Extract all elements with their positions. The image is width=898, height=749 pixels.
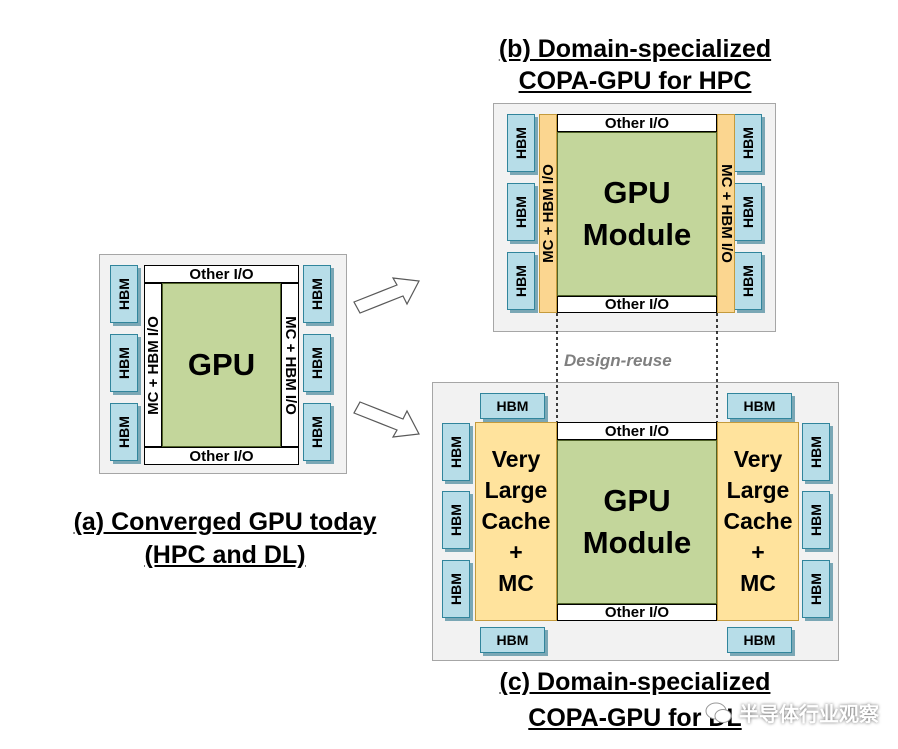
gpu-converged: GPU	[162, 283, 281, 447]
hbm-stack: HBM	[442, 560, 470, 618]
title-b: (b) Domain-specialized COPA-GPU for HPC	[498, 35, 772, 95]
watermark: 半导体行业观察	[705, 698, 879, 727]
hbm-stack: HBM	[480, 627, 545, 653]
watermark-text: 半导体行业观察	[739, 704, 879, 726]
hbm-stack: HBM	[802, 491, 830, 549]
other-io-top: Other I/O	[557, 114, 717, 132]
hbm-stack: HBM	[802, 560, 830, 618]
hbm-stack: HBM	[507, 183, 535, 241]
title-a: (a) Converged GPU today (HPC and DL)	[73, 508, 377, 569]
hbm-stack: HBM	[110, 265, 138, 323]
other-io-bottom: Other I/O	[557, 296, 717, 313]
mc-hbm-io-right: MC + HBM I/O	[717, 114, 735, 313]
other-io-bottom: Other I/O	[557, 604, 717, 621]
hbm-stack: HBM	[727, 393, 792, 419]
hbm-stack: HBM	[734, 183, 762, 241]
mc-hbm-io-right: MC + HBM I/O	[281, 283, 299, 447]
design-reuse-label: Design-reuse	[564, 351, 672, 370]
hbm-stack: HBM	[480, 393, 545, 419]
hbm-stack: HBM	[507, 252, 535, 310]
hbm-stack: HBM	[110, 403, 138, 461]
hbm-stack: HBM	[442, 491, 470, 549]
hbm-stack: HBM	[303, 265, 331, 323]
other-io-bottom: Other I/O	[144, 447, 299, 465]
arrow-to-dl-icon	[353, 401, 420, 438]
hbm-stack: HBM	[442, 423, 470, 481]
hbm-stack: HBM	[303, 334, 331, 392]
wechat-icon	[705, 702, 732, 723]
other-io-top: Other I/O	[144, 265, 299, 283]
hbm-stack: HBM	[727, 627, 792, 653]
hbm-stack: HBM	[802, 423, 830, 481]
arrow-to-hpc-icon	[353, 277, 420, 314]
mc-hbm-io-left: MC + HBM I/O	[144, 283, 162, 447]
mc-hbm-io-left: MC + HBM I/O	[539, 114, 557, 313]
hbm-stack: HBM	[110, 334, 138, 392]
other-io-top: Other I/O	[557, 422, 717, 440]
hbm-stack: HBM	[303, 403, 331, 461]
hbm-stack: HBM	[507, 114, 535, 172]
